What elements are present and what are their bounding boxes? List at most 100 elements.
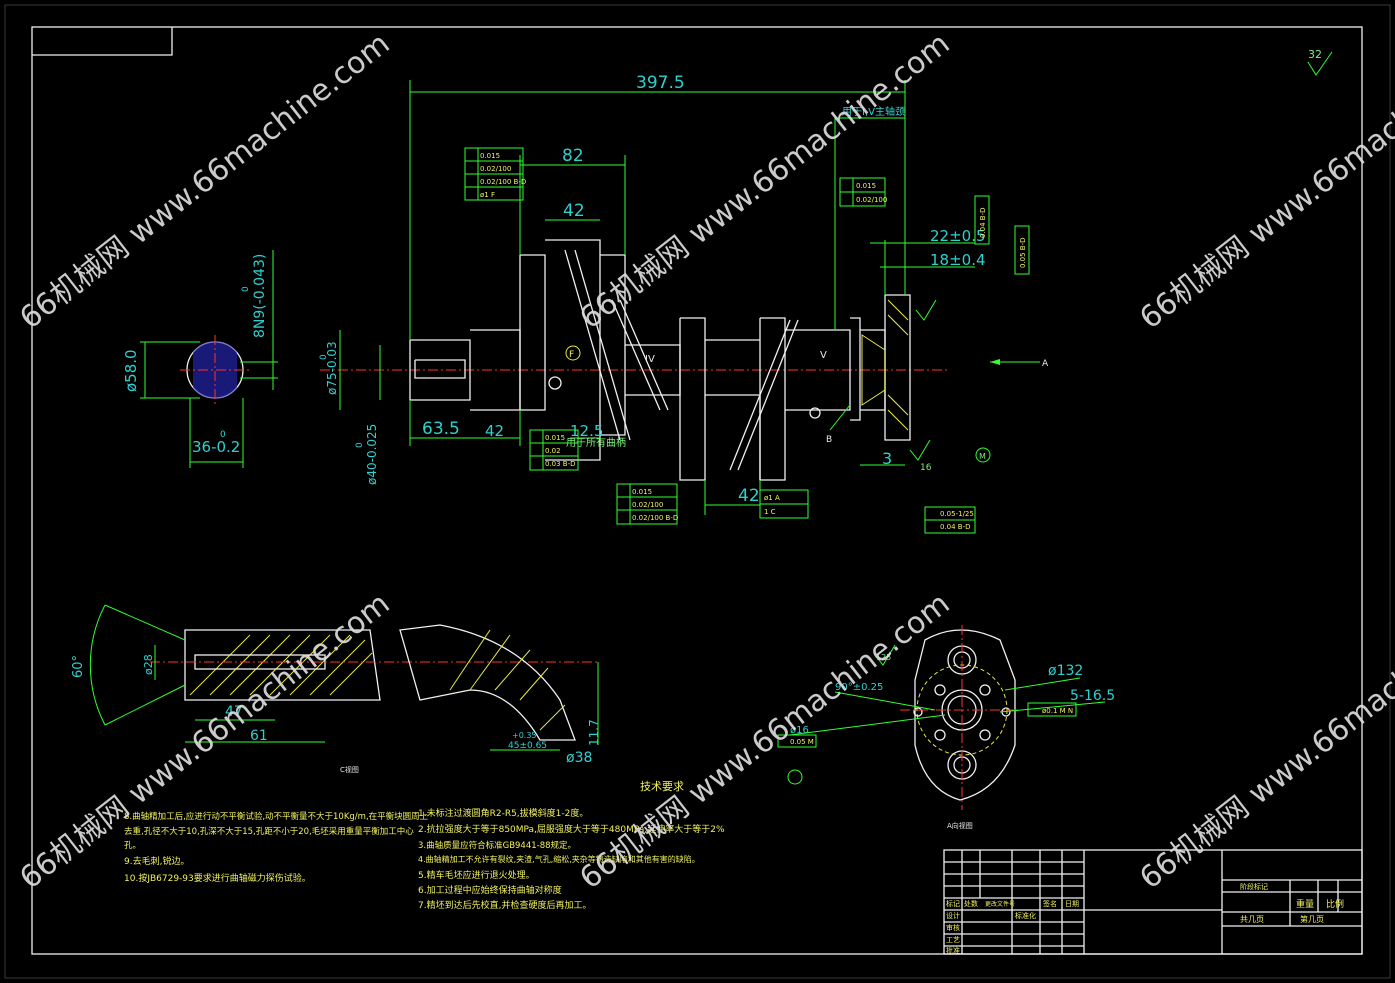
roughness-32-label: 32 [1308, 48, 1322, 61]
tb-cell-4: 日期 [1065, 900, 1079, 908]
tech-req-right-1: 2.抗拉强度大于等于850MPa,屈服强度大于等于480MPa,延伸率大于等于2… [418, 823, 725, 835]
tech-req-right-0: 1.未标注过渡圆角R2-R5,拔模斜度1-2度。 [418, 807, 588, 819]
keyway-section: ø58.0 36-0.2 0 8N9(-0.043) 0 [122, 250, 278, 468]
oil-hole-section: 60° ø28 47 61 45±0.65 +0.35 ø38 11.7 C视图 [71, 604, 601, 774]
tb-cell-3: 签名 [1043, 899, 1057, 908]
dim-diam-38: ø38 [566, 750, 592, 766]
tb-cell-9: 批准 [946, 946, 960, 955]
tol-f10-0: 0.05 M [790, 738, 814, 746]
dim-42-bottom: 42 [738, 486, 760, 506]
tb-weight: 重量 [1296, 898, 1314, 910]
tol-f6-0: 0.05-1/25 [940, 510, 974, 518]
tech-req-right-2: 3.曲轴质量应符合标准GB9441-88规定。 [418, 840, 576, 851]
tol-f1-1: 0.02/100 [480, 165, 511, 173]
tol-f1-2: 0.02/100 B-D [480, 178, 526, 186]
tech-req-left-1: 去重,孔径不大于10,孔深不大于15,孔距不小于20,毛坯采用重量平衡加工中心 [124, 826, 414, 837]
tol-f3-0: 0.015 [545, 434, 565, 442]
roughness-125-label: 125 [876, 653, 891, 662]
tb-cell-5: 标准化 [1015, 911, 1036, 920]
dim-diam-40-top: 0 [355, 442, 365, 448]
datum-b-label: B [826, 435, 832, 445]
journal-iv-label: IV [645, 354, 655, 365]
dim-overall-length: 397.5 [636, 73, 685, 93]
tech-req-left-4: 10.按JB6729-93要求进行曲轴磁力探伤试验。 [124, 872, 311, 884]
tech-req-title: 技术要求 [640, 780, 684, 793]
dim-5-16-5: 5-16.5 [1070, 688, 1115, 704]
dim-diam-16: ø16 [790, 725, 809, 736]
dim-47: 47 [225, 704, 243, 720]
drawing-frame [4, 4, 1391, 979]
tb-sheets-total: 共几页 [1240, 915, 1264, 924]
tb-cell-7: 审核 [946, 923, 960, 932]
watermarks: 66机械网 www.66machine.com 66机械网 www.66mach… [13, 26, 1395, 896]
tol-f5-1: 1 C [764, 508, 776, 516]
watermark-2: 66机械网 www.66machine.com [573, 26, 956, 336]
dim-22: 22±0.5 [930, 227, 986, 245]
dim-42-left: 42 [485, 422, 504, 440]
tol-f3-1: 0.02 [545, 447, 561, 455]
tol-f2-0: 0.015 [856, 182, 876, 190]
datum-m-label: M [979, 452, 986, 461]
dim-82: 82 [562, 146, 584, 166]
dim-diam-58: ø58.0 [122, 349, 140, 392]
roughness-symbol-top: 32 [1307, 48, 1333, 76]
tol-f9-0: ø0.1 M N [1042, 707, 1073, 715]
tol-f4-0: 0.015 [632, 488, 652, 496]
tech-req-right-3: 4.曲轴精加工不允许有裂纹,夹渣,气孔,缩松,夹杂等铸造缺陷和其他有害的缺陷。 [418, 854, 700, 864]
tol-f1-0: 0.015 [480, 152, 500, 160]
dim-diam-132: ø132 [1048, 663, 1083, 679]
datum-f-label: F [569, 350, 574, 360]
front-stub [409, 339, 471, 401]
dim-11-7: 11.7 [587, 719, 601, 746]
watermark-5: 66机械网 www.66machine.com [573, 586, 956, 896]
technical-requirements: 技术要求 8.曲轴精加工后,应进行动不平衡试验,动不平衡量不大于10Kg/m,在… [124, 780, 725, 911]
tb-cell-8: 工艺 [946, 936, 960, 944]
dim-diam-75: ø75-0.03 [325, 341, 339, 395]
view-arrow-a-label: A [1042, 359, 1049, 369]
view-a-label: A向视图 [947, 821, 973, 830]
tech-req-left-3: 9.去毛刺,锐边。 [124, 855, 189, 867]
dim-36: 36-0.2 [192, 438, 240, 456]
tb-cell-0: 标记 [946, 899, 960, 908]
section-c-label: C视图 [340, 765, 359, 774]
main-dimension-lines: 397.5 82 42 63.5 42 12.5 用于所有曲柄 42 3 22±… [319, 73, 1049, 515]
tb-scale: 比例 [1326, 898, 1344, 910]
tb-stage: 阶段标记 [1240, 882, 1268, 891]
dim-18: 18±0.4 [930, 251, 986, 269]
dim-key-8n9: 8N9(-0.043) [252, 254, 268, 338]
dim-90: 90°±0.25 [835, 682, 883, 693]
tech-req-left-2: 孔。 [124, 841, 141, 851]
tech-req-right-5: 6.加工过程中应始终保持曲轴对称度 [418, 884, 562, 896]
tb-cell-6: 设计 [946, 911, 960, 920]
dim-diam-28: ø28 [142, 654, 155, 675]
tol-f2-1: 0.02/100 [856, 196, 887, 204]
tech-req-right-4: 5.精车毛坯应进行退火处理。 [418, 869, 535, 881]
tol-f4-1: 0.02/100 [632, 501, 663, 509]
tol-f5-0: ø1 A [764, 494, 780, 502]
dim-42-top: 42 [563, 201, 585, 221]
tol-f1-3: ø1 F [480, 191, 495, 199]
tol-f6-1: 0.04 B-D [940, 523, 971, 531]
tech-req-left-0: 8.曲轴精加工后,应进行动不平衡试验,动不平衡量不大于10Kg/m,在平衡块圆周… [124, 811, 429, 822]
tol-f3-2: 0.03 B-D [545, 460, 576, 468]
tb-cell-2: 更改文件号 [985, 900, 1015, 908]
tech-req-right-6: 7.精坯到达后先校直,并检查硬度后再加工。 [418, 899, 591, 911]
note-main-journal: 用于Ⅰ,Ⅴ主轴颈 [842, 105, 905, 118]
tb-cell-1: 处数 [964, 899, 978, 908]
dim-45: 45±0.65 [508, 741, 547, 751]
dim-3: 3 [882, 449, 892, 468]
tol-f4-2: 0.02/100 B-D [632, 514, 678, 522]
dim-diam-40: ø40-0.025 [365, 424, 379, 485]
dim-45-tol: +0.35 [512, 731, 537, 740]
watermark-4: 66机械网 www.66machine.com [13, 586, 396, 896]
dim-63-5: 63.5 [422, 419, 460, 439]
title-block: 标记 处数 更改文件号 签名 日期 标准化 设计 审核 工艺 批准 阶段标记 重… [943, 849, 1363, 955]
dim-36-top: 0 [220, 430, 226, 440]
end-view-a: ø132 5-16.5 90°±0.25 ø16 0.05 M ø0.1 M N… [777, 625, 1115, 830]
tolerance-frames: 0.015 0.02/100 0.02/100 B-D ø1 F 0.015 0… [464, 147, 1030, 534]
watermark-1: 66机械网 www.66machine.com [13, 26, 396, 336]
watermark-3: 66机械网 www.66machine.com [1133, 26, 1395, 336]
dim-61: 61 [250, 728, 268, 744]
tol-f8-0: 0.05 B-D [1019, 237, 1027, 268]
